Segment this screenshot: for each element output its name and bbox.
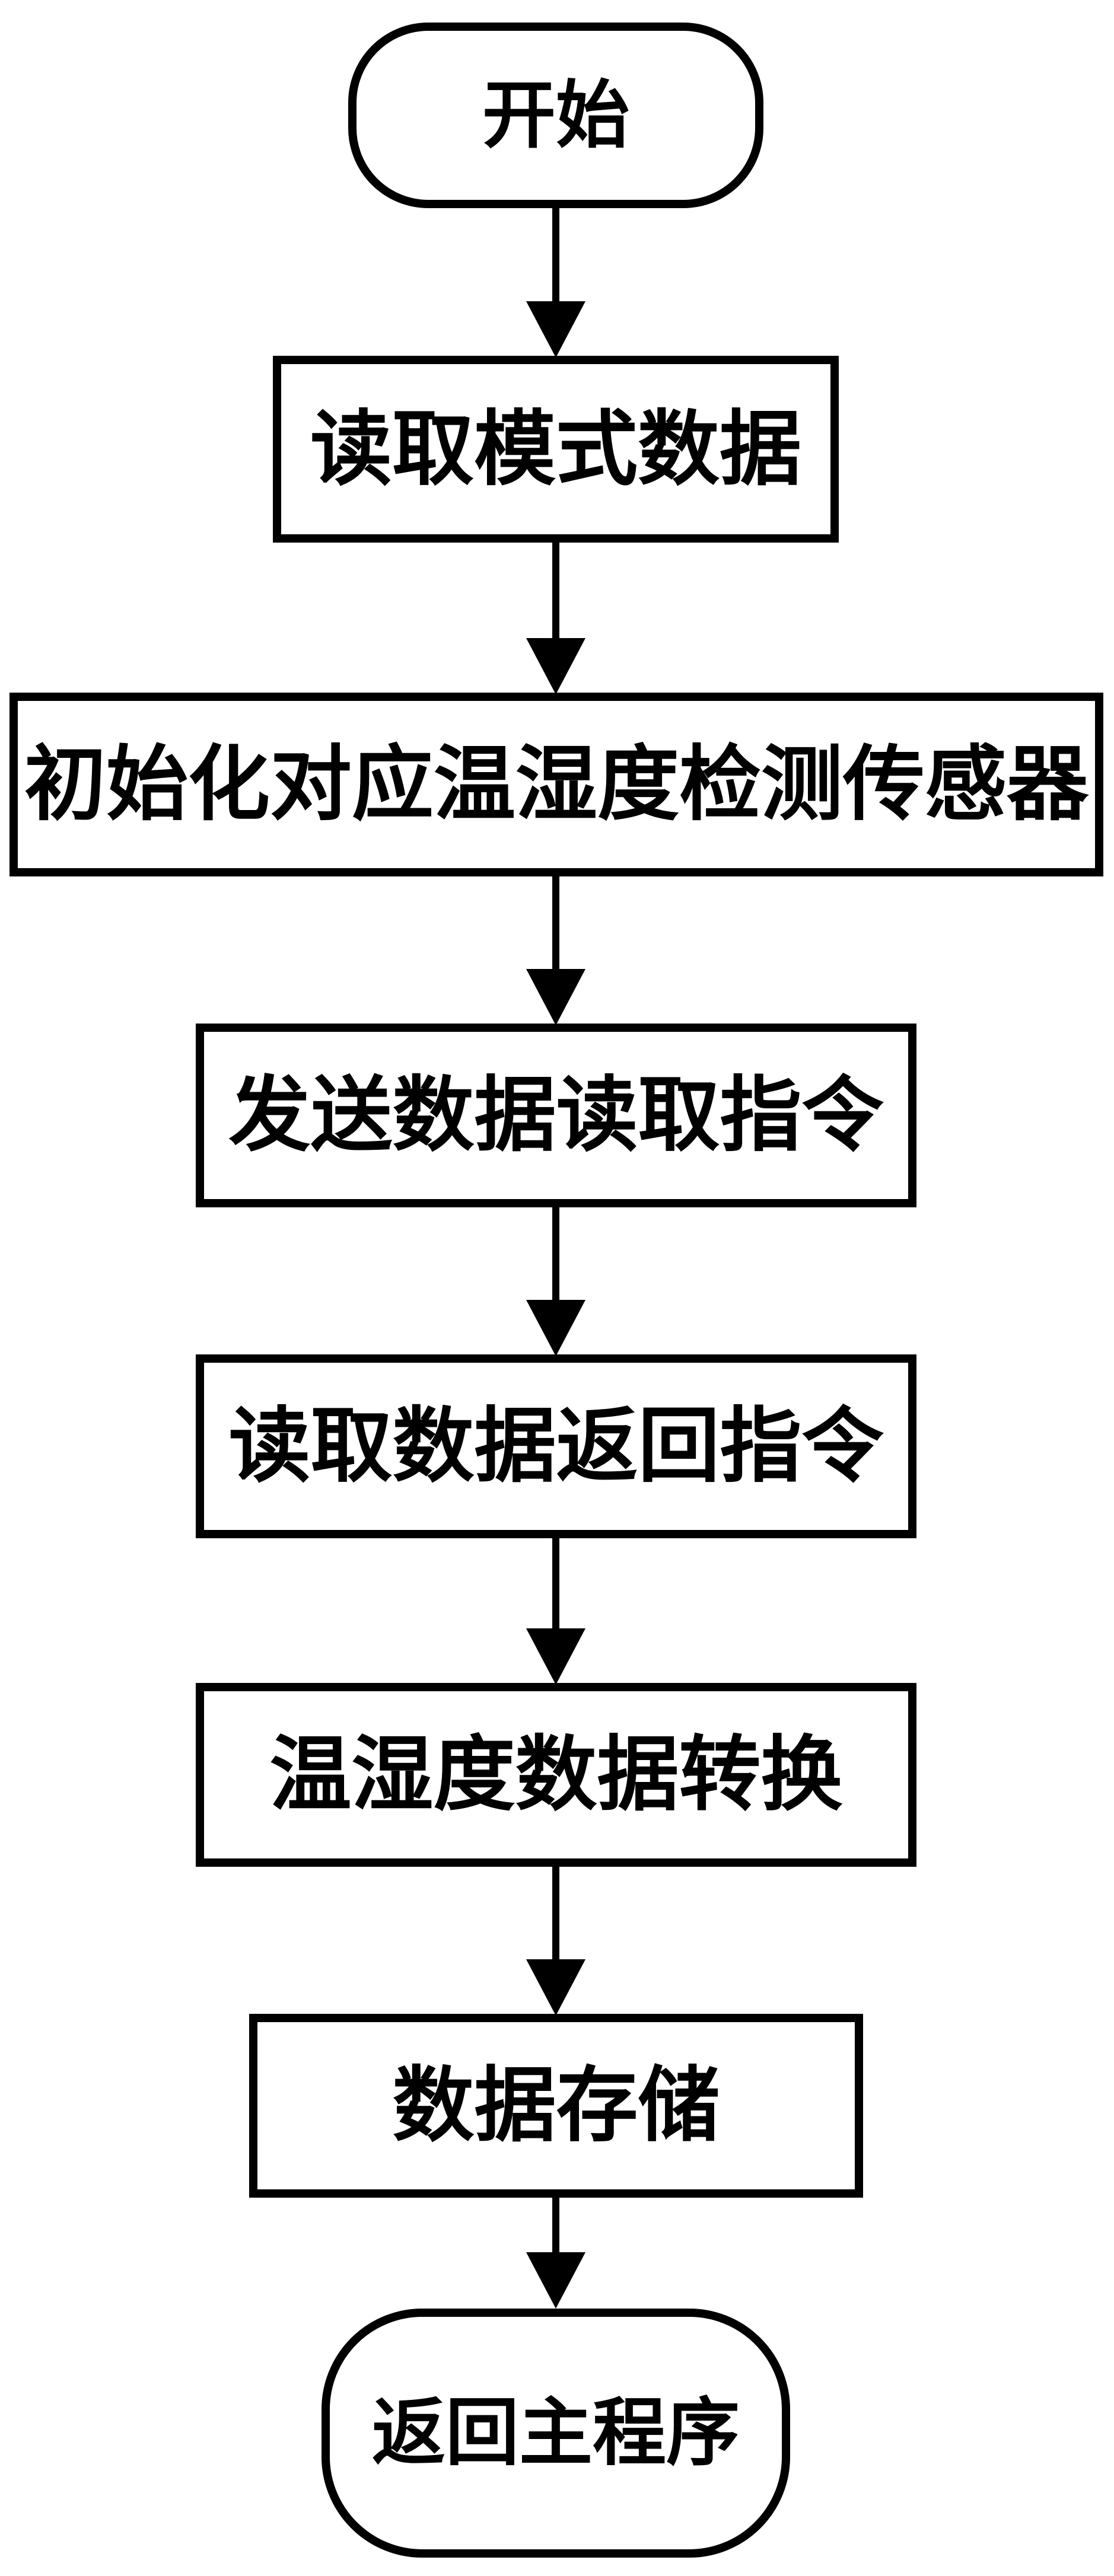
arrow-stem <box>552 1207 559 1300</box>
process-send-read-command: 发送数据读取指令 <box>196 1024 916 1207</box>
process-init-sensor: 初始化对应温湿度检测传感器 <box>9 693 1103 876</box>
down-arrowhead-icon <box>526 1300 585 1356</box>
process-read-mode-data: 读取模式数据 <box>273 356 839 543</box>
arrow-stem <box>552 208 559 301</box>
read-mode-data-label: 读取模式数据 <box>310 403 801 495</box>
return-main-label: 返回主程序 <box>371 2392 740 2474</box>
down-arrowhead-icon <box>526 2252 585 2309</box>
down-arrowhead-icon <box>526 638 585 694</box>
init-sensor-label: 初始化对应温湿度检测传感器 <box>24 739 1088 830</box>
start-label: 开始 <box>482 74 629 157</box>
down-arrowhead-icon <box>526 969 585 1025</box>
arrow-stem <box>552 876 559 969</box>
data-store-label: 数据存储 <box>392 2060 720 2151</box>
process-data-convert: 温湿度数据转换 <box>196 1683 916 1867</box>
down-arrowhead-icon <box>526 1959 585 2016</box>
arrow-stem <box>552 543 559 638</box>
process-data-store: 数据存储 <box>249 2014 863 2198</box>
read-return-command-label: 读取数据返回指令 <box>228 1401 884 1492</box>
arrow-stem <box>552 1867 559 1959</box>
terminator-return-main: 返回主程序 <box>322 2309 790 2558</box>
arrow-stem <box>552 2198 559 2252</box>
down-arrowhead-icon <box>526 301 585 358</box>
terminator-start: 开始 <box>348 23 763 208</box>
down-arrowhead-icon <box>526 1628 585 1685</box>
data-convert-label: 温湿度数据转换 <box>269 1729 843 1821</box>
send-read-command-label: 发送数据读取指令 <box>228 1070 884 1161</box>
process-read-return-command: 读取数据返回指令 <box>196 1354 916 1538</box>
arrow-stem <box>552 1538 559 1628</box>
